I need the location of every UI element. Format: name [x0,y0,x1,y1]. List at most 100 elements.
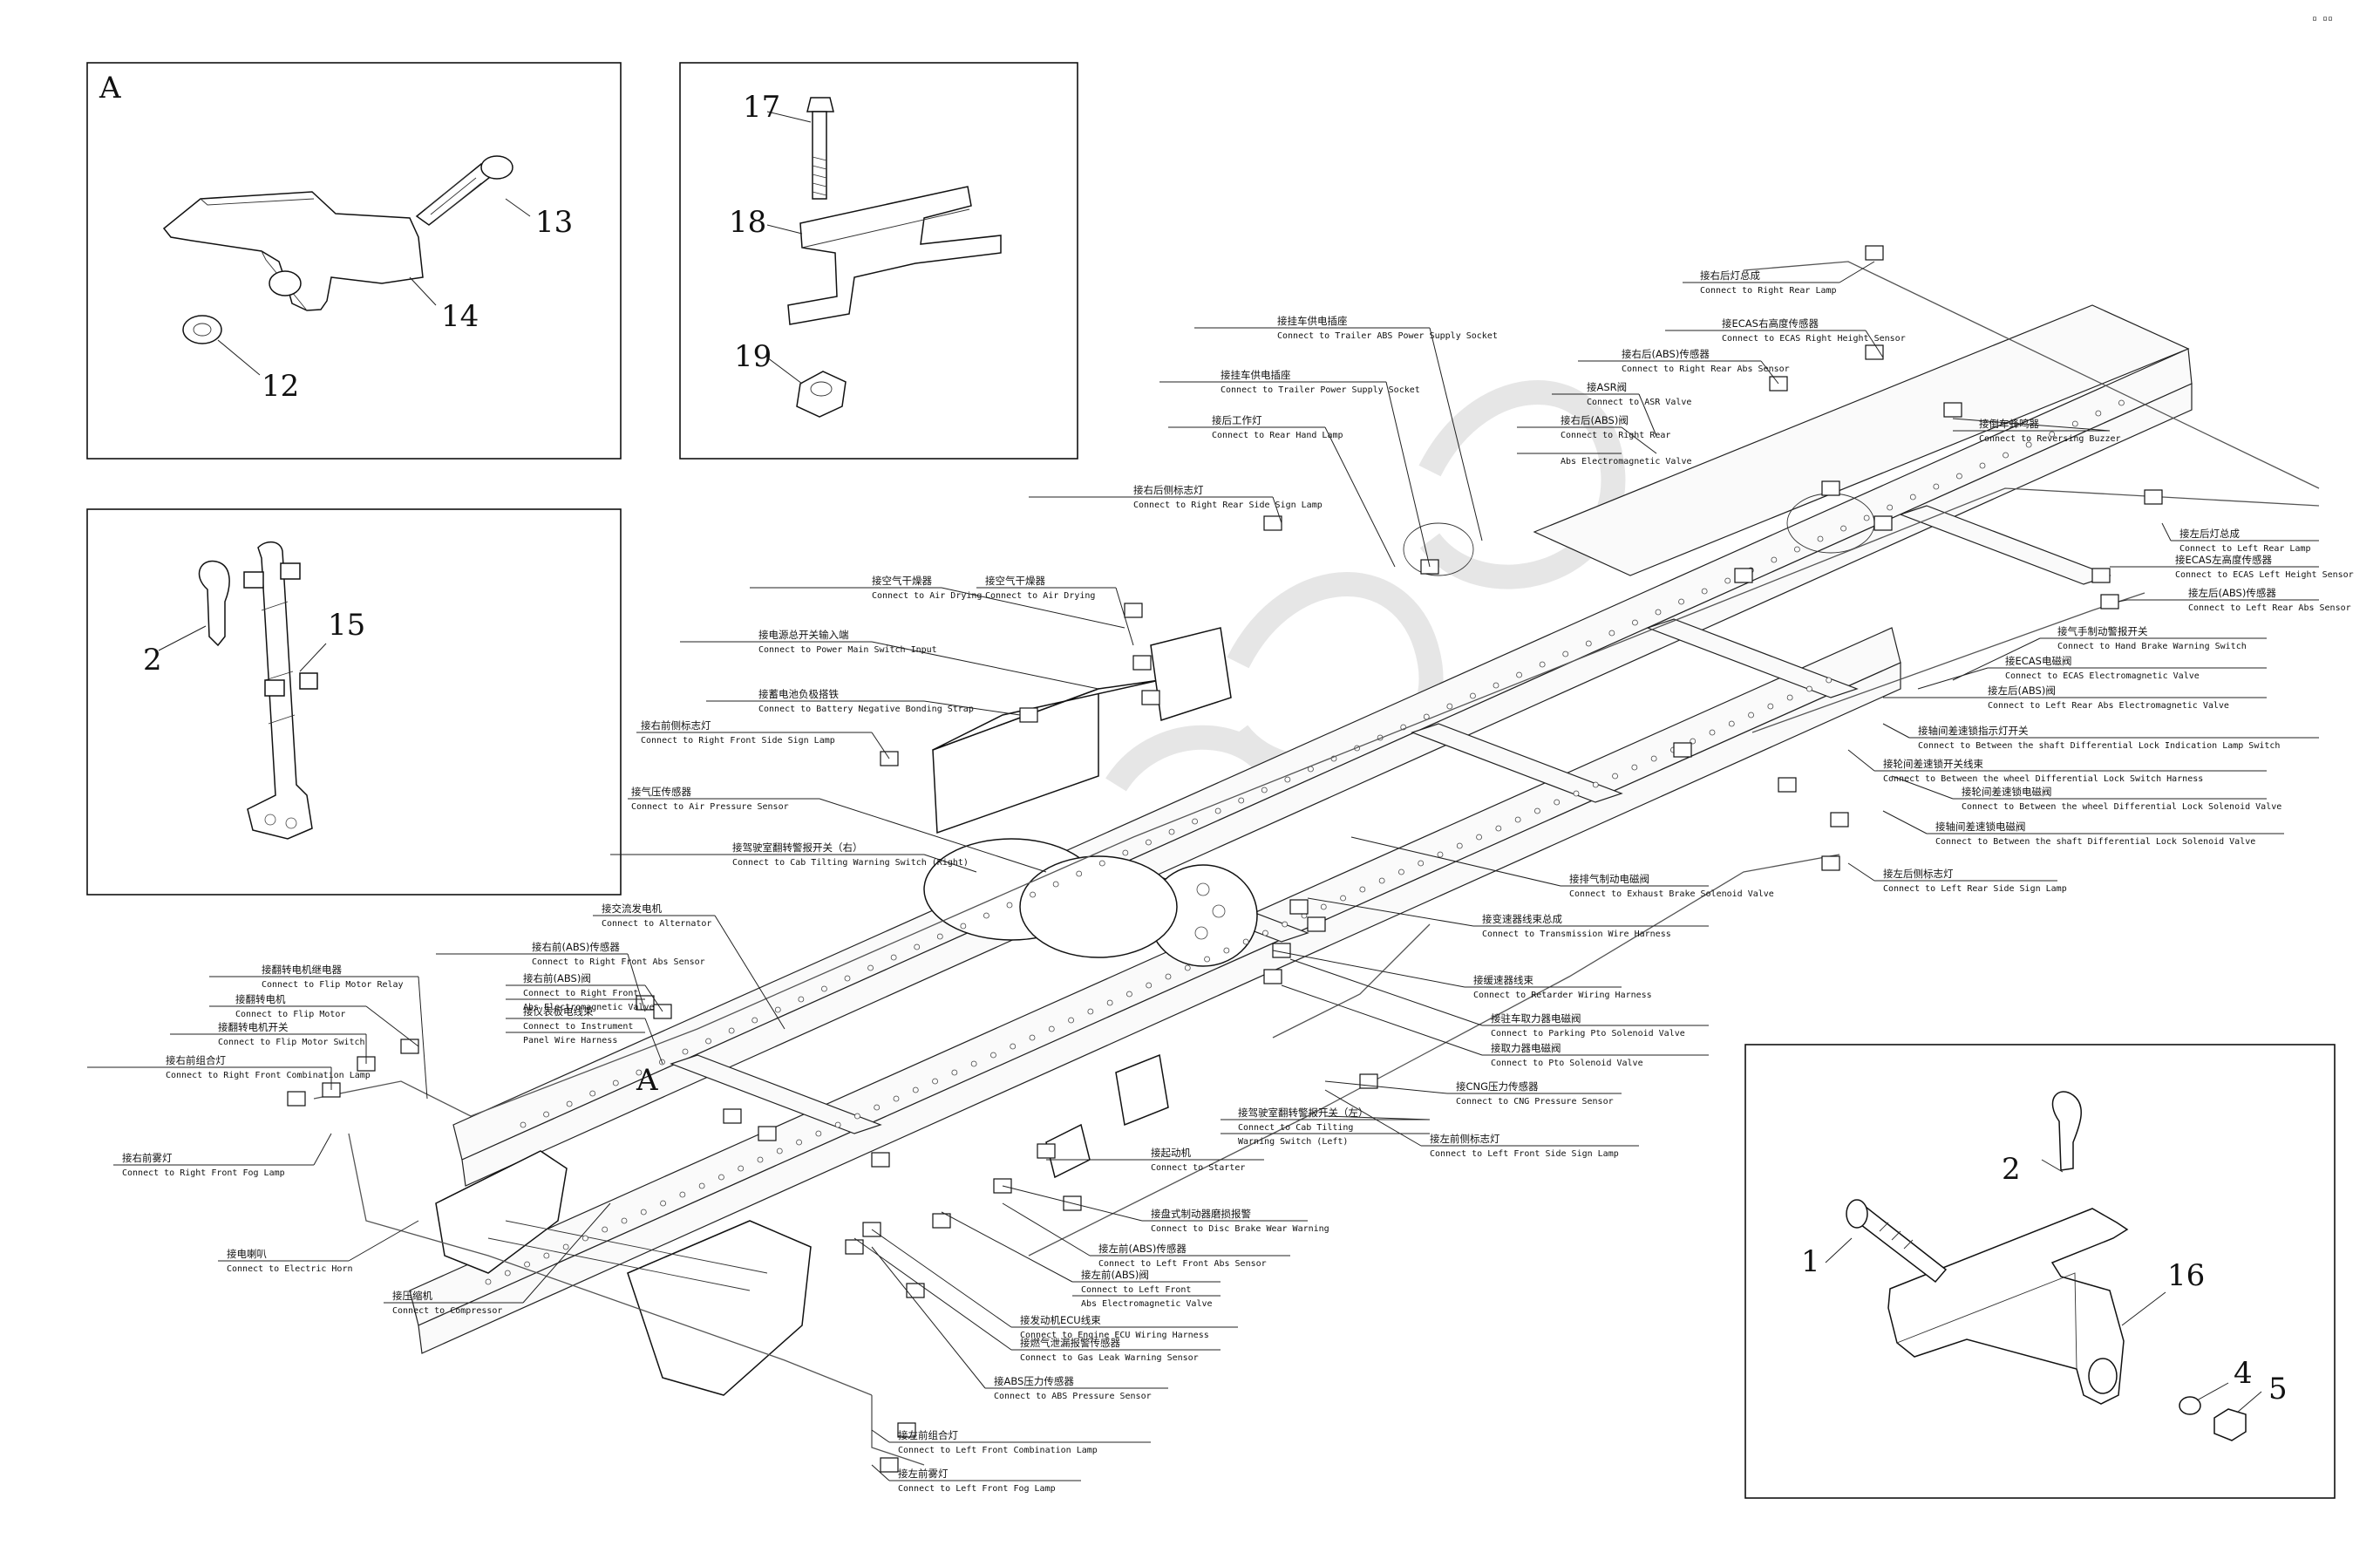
frame-hole [1446,703,1453,710]
frame-hole [1493,682,1499,689]
callout-cn-label: 接缓速器线束 [1473,974,1533,986]
callout-en-label: Connect to ECAS Electromagnetic Valve [2005,671,2200,681]
frame-hole [990,1052,996,1059]
frame-hole [1534,807,1540,814]
frame-hole [1655,609,1662,616]
frame-hole [1010,1043,1017,1050]
frame-hole [1030,891,1036,898]
view-marker-a: A [636,1063,658,1098]
frame-hole [543,1252,550,1259]
frame-hole [1728,720,1735,727]
callout-cn-label: 接右后(ABS)阀 [1561,414,1629,426]
connector-plug [1865,344,1884,360]
frame-hole [1261,787,1268,793]
callout-cn-label: 接左后(ABS)阀 [1988,684,2056,697]
callout-en-label: Connect to Right Rear [1561,431,1670,440]
callout-cn-label: 接右前(ABS)阀 [523,972,591,984]
callout-35: Abs Electromagnetic Valve [506,998,655,1012]
connector-plug [1734,568,1753,583]
frame-hole [2003,452,2009,459]
connector-plug [2144,489,2163,505]
part-number-19: 19 [734,339,772,374]
callout-en-label: Connect to Hand Brake Warning Switch [2057,642,2247,651]
callout-54: Abs Electromagnetic Valve [1072,1295,1221,1309]
callout-en-label: Connect to ASR Valve [1587,398,1691,407]
frame-hole [1767,703,1774,710]
callout-en-label: Connect to Right Front [523,989,638,998]
callout-en-label: Connect to Right Front Fog Lamp [122,1168,285,1178]
frame-hole [1701,588,1708,595]
callout-cn-label: 接右后侧标志灯 [1133,484,1204,496]
callout-cn-label: 接变速器线束总成 [1482,913,1562,925]
frame-hole [1562,650,1569,657]
connector-plug [1019,707,1038,723]
frame-hole [960,923,967,930]
frame-hole [1048,1025,1055,1032]
connector-plug [1263,969,1282,984]
callout-en-label: Connect to Air Pressure Sensor [631,802,789,812]
callout-6: 接右后(ABS)阀 Connect to Right Rear [1517,414,1670,454]
callout-en-label: Connect to Flip Motor Switch [218,1038,365,1047]
frame-hole [589,1090,596,1097]
frame-hole [1106,999,1113,1006]
frame-hole [1238,797,1245,804]
frame-hole [2071,420,2078,427]
connector-plug [1865,245,1884,261]
callout-cn-label: 接翻转电机继电器 [262,964,342,976]
frame-hole [796,1139,802,1146]
frame-hole [1284,776,1291,783]
wire-harness-runs [313,261,2320,1466]
callout-cn-label: 接排气制动电磁阀 [1569,873,1649,885]
part-number-5: 5 [2268,1372,2288,1406]
callout-en-label: Connect to Cab Tilting Warning Switch (R… [732,858,969,868]
callout-cn-label: 接轮间差速锁电磁阀 [1962,786,2052,798]
callout-cn-label: 接翻转电机 [235,993,286,1005]
callout-cn-label: 接轴间差速锁电磁阀 [1935,821,2026,833]
frame-hole [815,1130,822,1137]
callout-en-label: Connect to CNG Pressure Sensor [1456,1097,1614,1107]
callout-en-label: Connect to Reversing Buzzer [1979,434,2121,444]
connector-plug [871,1152,890,1168]
frame-hole [1863,514,1870,521]
callout-en-label: Connect to Electric Horn [227,1264,353,1274]
frame-hole [914,943,921,950]
frame-hole [1573,790,1580,797]
part-number-12: 12 [262,369,299,404]
callout-cn-label: 接驻车取力器电磁阀 [1491,1012,1581,1025]
connector-plug [1778,777,1797,793]
connector-plug [1289,899,1309,915]
frame-hole [1631,764,1638,771]
frame-hole [821,985,827,992]
callout-en-label: Connect to Rear Hand Lamp [1212,431,1343,440]
frame-hole [932,1078,938,1085]
frame-hole [1724,577,1731,584]
callout-cn-label: 接起动机 [1151,1147,1191,1159]
frame-hole [1359,886,1366,893]
callout-en-label: Connect to Right Front Combination Lamp [166,1071,371,1080]
callout-en-label: Connect to ABS Pressure Sensor [994,1392,1152,1401]
callout-en-label: Connect to Gas Leak Warning Sensor [1020,1353,1199,1363]
frame-hole [1476,834,1482,841]
frame-hole [1794,546,1800,553]
callout-en-label: Connect to Engine ECU Wiring Harness [1020,1331,1209,1340]
callout-cn-label: 接右后灯总成 [1700,269,1760,282]
callout-en-label: Connect to Pto Solenoid Valve [1491,1059,1643,1068]
frame-hole [640,1209,647,1216]
callout-en-label: Warning Switch (Left) [1238,1137,1348,1147]
